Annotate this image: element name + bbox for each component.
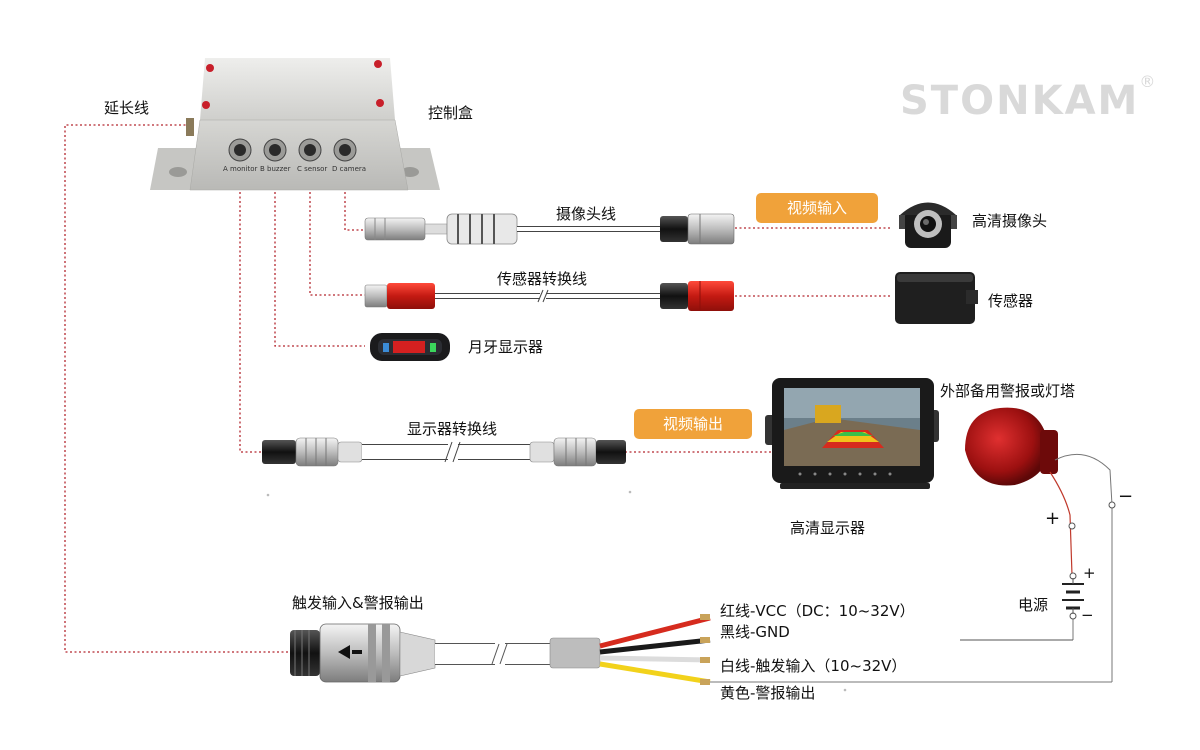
wire-label-white: 白线-触发输入（10~32V） bbox=[720, 657, 907, 675]
leader-lines bbox=[64, 124, 890, 653]
control-box bbox=[150, 58, 440, 191]
video-output-badge: 视频输出 bbox=[634, 409, 752, 439]
hd-monitor-label: 高清显示器 bbox=[790, 519, 866, 537]
hd-monitor-graphic bbox=[765, 378, 939, 489]
sensor-graphic bbox=[895, 272, 978, 324]
alarm-plus-sign: + bbox=[1045, 508, 1061, 529]
port-label-d: D camera bbox=[332, 165, 367, 173]
moon-display-label: 月牙显示器 bbox=[468, 338, 544, 356]
alarm-minus-sign: − bbox=[1118, 486, 1134, 507]
trigger-cable-graphic bbox=[290, 614, 711, 685]
sensor-cable-label: 传感器转换线 bbox=[497, 270, 588, 288]
hd-camera-label: 高清摄像头 bbox=[972, 212, 1048, 230]
brand-watermark: STONKAM® bbox=[900, 72, 1158, 124]
port-label-c: C sensor bbox=[297, 165, 328, 173]
sensor-label: 传感器 bbox=[988, 292, 1034, 310]
sensor-cable-graphic bbox=[364, 281, 734, 311]
camera-cable-label: 摄像头线 bbox=[556, 205, 617, 223]
box-ports bbox=[228, 138, 357, 162]
video-input-badge: 视频输入 bbox=[756, 193, 878, 223]
camera-cable-graphic bbox=[364, 213, 735, 245]
power-label: 电源 bbox=[1018, 596, 1049, 614]
alarm-tower-label: 外部备用警报或灯塔 bbox=[940, 382, 1076, 400]
hd-camera-graphic bbox=[899, 202, 957, 248]
trigger-cable-label: 触发输入&警报输出 bbox=[292, 594, 424, 612]
alarm-tower-graphic bbox=[965, 407, 1058, 486]
monitor-cable-graphic bbox=[262, 437, 626, 467]
battery-plus-sign: + bbox=[1083, 564, 1096, 582]
wire-label-red: 红线-VCC（DC：10~32V） bbox=[720, 602, 915, 620]
control-box-label: 控制盒 bbox=[428, 104, 474, 122]
wire-label-black: 黑线-GND bbox=[720, 623, 790, 641]
port-label-b: B buzzer bbox=[260, 165, 291, 173]
power-wiring bbox=[705, 453, 1116, 683]
moon-display-graphic bbox=[370, 333, 450, 361]
port-label-a: A monitor bbox=[223, 165, 258, 173]
monitor-cable-label: 显示器转换线 bbox=[407, 420, 498, 438]
wire-label-yellow: 黄色-警报输出 bbox=[720, 684, 816, 702]
battery-minus-sign: − bbox=[1081, 606, 1094, 624]
extension-cable-label: 延长线 bbox=[104, 99, 150, 117]
